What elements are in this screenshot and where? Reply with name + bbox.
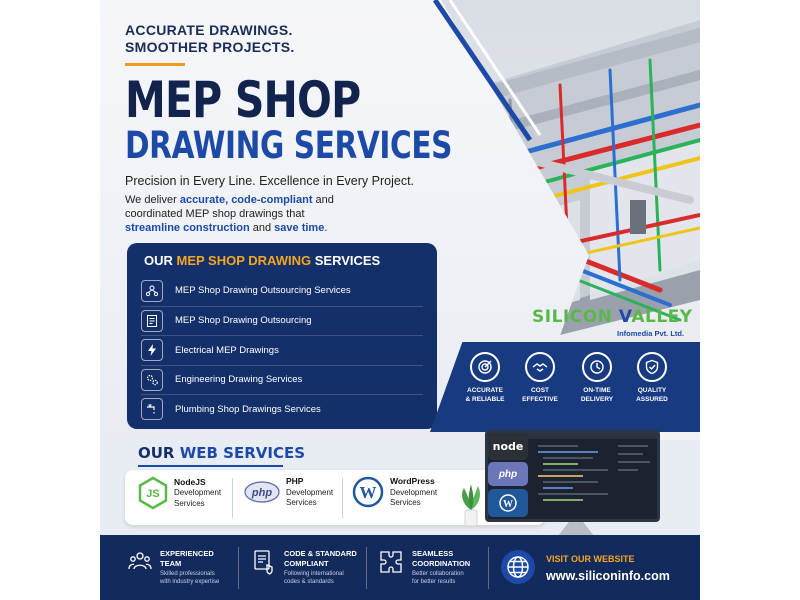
- compliance-document-icon: [254, 550, 273, 575]
- tagline: ACCURATE DRAWINGS. SMOOTHER PROJECTS.: [125, 22, 295, 55]
- team-network-icon: [141, 279, 163, 302]
- nodejs-icon: JS: [138, 476, 168, 510]
- service-item[interactable]: Plumbing Shop Drawings Services: [141, 394, 423, 424]
- mep-poster: ACCURATE DRAWINGS. SMOOTHER PROJECTS. ME…: [100, 0, 700, 600]
- svg-text:php: php: [251, 487, 272, 499]
- php-icon: php: [244, 481, 280, 503]
- svg-text:JS: JS: [146, 488, 159, 500]
- shield-check-icon: [637, 352, 667, 382]
- gears-icon: [141, 368, 163, 391]
- nodejs-tile-icon: node: [488, 433, 528, 460]
- service-item[interactable]: MEP Shop Drawing Outsourcing: [141, 305, 423, 336]
- svg-text:W: W: [360, 483, 377, 502]
- lightning-bolt-icon: [141, 339, 163, 362]
- team-icon: [128, 552, 152, 570]
- page-title: MEP SHOP: [125, 71, 361, 129]
- wordpress-icon: W: [352, 477, 384, 508]
- services-list: MEP Shop Drawing Outsourcing Services ME…: [141, 276, 423, 424]
- php-tile-icon: php: [488, 462, 528, 486]
- web-heading-underline: [138, 465, 283, 467]
- services-heading: OUR MEP SHOP DRAWING SERVICES: [144, 253, 381, 268]
- services-panel: OUR MEP SHOP DRAWING SERVICES MEP Shop D…: [127, 243, 437, 429]
- puzzle-icon: [380, 551, 402, 573]
- globe-icon: [501, 550, 535, 584]
- water-tap-icon: [141, 398, 163, 421]
- hero-section: ACCURATE DRAWINGS. SMOOTHER PROJECTS. ME…: [100, 0, 700, 440]
- plant-decoration: [462, 484, 480, 527]
- service-item[interactable]: Engineering Drawing Services: [141, 364, 423, 395]
- page-subtitle: DRAWING SERVICES: [125, 124, 453, 167]
- tagline-underline: [125, 63, 185, 66]
- description: We deliver accurate, code-compliant and …: [125, 194, 334, 234]
- svg-text:W: W: [503, 499, 513, 510]
- clock-icon: [582, 352, 612, 382]
- handshake-icon: [525, 352, 555, 382]
- target-icon: [470, 352, 500, 382]
- company-logo: SILICON VALLEY Infomedia Pvt. Ltd.: [532, 307, 693, 338]
- wordpress-tile-icon: W: [488, 489, 528, 517]
- blueprint-document-icon: [141, 309, 163, 332]
- diagonal-accent: [432, 0, 542, 142]
- visit-website-link[interactable]: VISIT OUR WEBSITE www.siliconinfo.com: [500, 549, 670, 585]
- service-item[interactable]: MEP Shop Drawing Outsourcing Services: [141, 276, 423, 306]
- website-url[interactable]: www.siliconinfo.com: [546, 569, 670, 583]
- precision-statement: Precision in Every Line. Excellence in E…: [125, 174, 415, 188]
- feature-accurate: ACCURATE& RELIABLE: [457, 352, 513, 404]
- service-item[interactable]: Electrical MEP Drawings: [141, 335, 423, 365]
- web-services-heading: OUR WEB SERVICES: [138, 444, 306, 462]
